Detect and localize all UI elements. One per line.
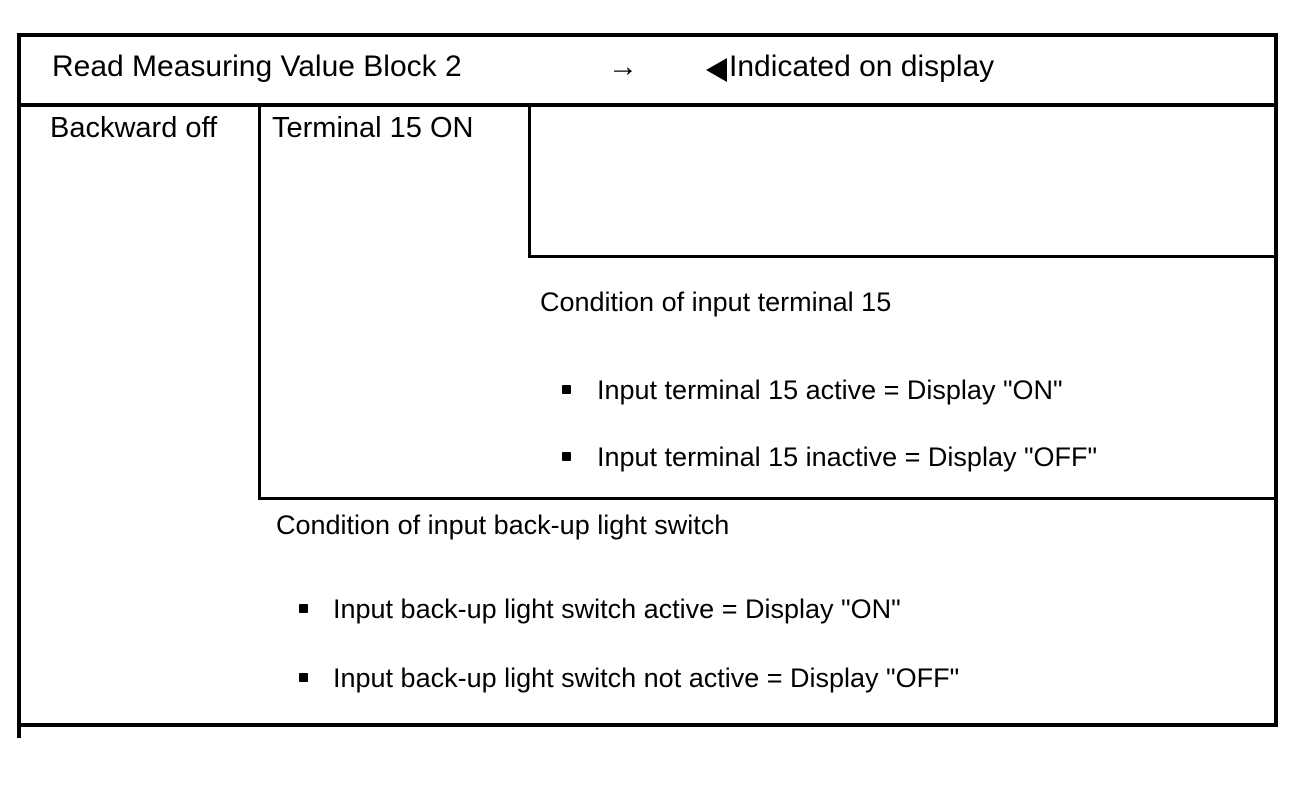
cell-terminal-15-on: Terminal 15 ON — [272, 112, 474, 144]
blank-cell-bottom-line — [528, 255, 1278, 258]
left-triangle-icon — [706, 58, 727, 82]
bullet-point-icon — [562, 452, 571, 461]
bullet-backup-switch-not-active: Input back-up light switch not active = … — [333, 663, 960, 693]
bullet-terminal-15-active: Input terminal 15 active = Display "ON" — [597, 375, 1063, 405]
table-border-right — [1274, 33, 1278, 727]
page-title: Read Measuring Value Block 2 — [52, 50, 462, 83]
indicated-on-display-label: Indicated on display — [729, 50, 995, 83]
bullet-point-icon — [299, 673, 308, 682]
column-divider-first — [258, 103, 261, 500]
bullet-terminal-15-inactive: Input terminal 15 inactive = Display "OF… — [597, 442, 1098, 472]
terminal-section-bottom-line — [258, 497, 1278, 500]
column-divider-second — [528, 103, 531, 258]
cell-backward-off: Backward off — [50, 112, 218, 144]
bullet-point-icon — [562, 385, 571, 394]
table-border-bottom — [17, 723, 1278, 727]
bullet-backup-switch-active: Input back-up light switch active = Disp… — [333, 594, 901, 624]
section-title-terminal-15: Condition of input terminal 15 — [540, 287, 892, 317]
table-border-top — [17, 33, 1278, 37]
right-arrow-icon: → — [608, 50, 638, 83]
table-border-left — [17, 33, 21, 738]
section-title-backup-light-switch: Condition of input back-up light switch — [276, 510, 730, 540]
bullet-point-icon — [299, 604, 308, 613]
header-separator-line — [17, 103, 1278, 107]
